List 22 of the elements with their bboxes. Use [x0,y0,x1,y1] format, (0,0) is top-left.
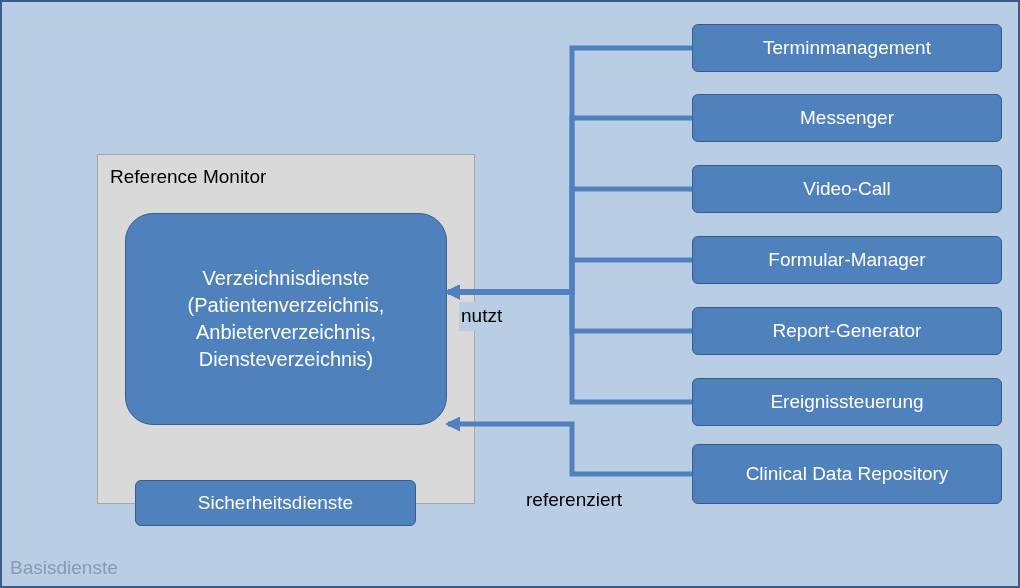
edge-label: nutzt [459,302,505,331]
service-box [692,24,1002,72]
service-label: Report-Generator [772,319,922,343]
service-label: Video-Call [803,177,891,201]
service-box [692,378,1002,426]
service-label: Sicherheitsdienste [197,491,354,515]
service-box [135,480,416,526]
panel-title: Reference Monitor [110,165,267,189]
service-label: Messenger [800,106,894,130]
service-box [692,444,1002,504]
service-box [692,165,1002,213]
service-label: Verzeichnisdienste [201,266,371,291]
service-label: Clinical Data Repository [745,462,949,486]
service-box [692,236,1002,284]
service-box [692,94,1002,142]
service-label: Ereignissteuerung [770,390,924,414]
connector-arrow [445,416,692,477]
service-box [692,307,1002,355]
service-label: Terminmanagement [763,36,931,60]
service-label: Formular-Manager [768,248,926,272]
service-label: (Patientenverzeichnis, Anbieterverzeichnis, Diensteverzeichnis) [186,293,386,372]
service-box [125,213,447,425]
